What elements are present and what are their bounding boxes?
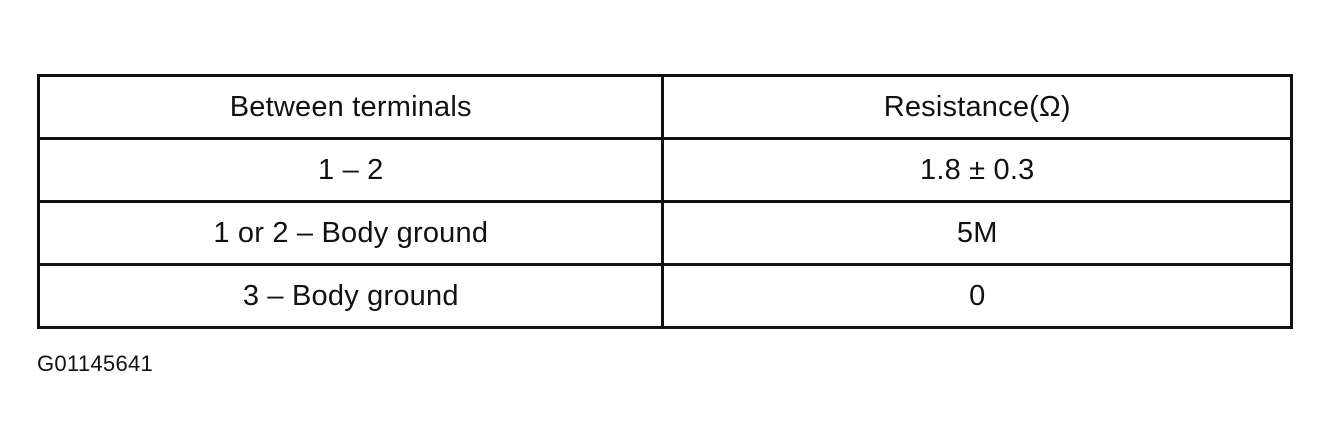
table-row: 1 – 2 1.8 ± 0.3 <box>36 137 1293 203</box>
resistance-cell: 0 <box>661 263 1293 329</box>
table-row: 1 or 2 – Body ground 5M <box>36 200 1293 266</box>
header-resistance: Resistance(Ω) <box>661 74 1293 140</box>
resistance-spec-table: Between terminals Resistance(Ω) 1 – 2 1.… <box>36 74 1293 329</box>
table-row: 3 – Body ground 0 <box>36 263 1293 329</box>
terminals-cell: 3 – Body ground <box>36 263 665 329</box>
resistance-cell: 1.8 ± 0.3 <box>661 137 1293 203</box>
table-header-row: Between terminals Resistance(Ω) <box>36 74 1293 140</box>
header-between-terminals: Between terminals <box>36 74 665 140</box>
resistance-cell: 5M <box>661 200 1293 266</box>
terminals-cell: 1 – 2 <box>36 137 665 203</box>
figure-id-label: G01145641 <box>37 351 154 376</box>
terminals-cell: 1 or 2 – Body ground <box>36 200 665 266</box>
